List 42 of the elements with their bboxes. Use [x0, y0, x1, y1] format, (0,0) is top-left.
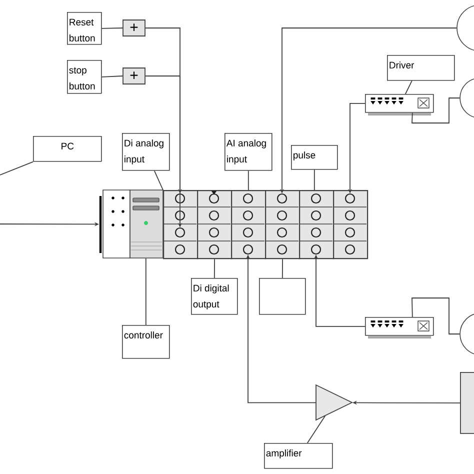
device-box — [460, 372, 474, 434]
connector — [412, 98, 460, 124]
connector — [101, 76, 123, 78]
leader-line — [314, 169, 315, 190]
text-box: Driver — [387, 55, 455, 81]
leader-line — [282, 258, 283, 278]
plus-box: + — [122, 20, 146, 36]
leader-line — [214, 258, 215, 278]
terminal-module — [265, 190, 300, 260]
text-box: Reset button — [67, 12, 102, 45]
driver-drawing — [365, 94, 434, 116]
terminal-module — [231, 190, 266, 260]
text-box: AI analog input — [224, 133, 272, 171]
terminal — [242, 244, 254, 255]
text-box: pulse — [291, 145, 338, 170]
plus-box: + — [122, 68, 146, 84]
connector — [0, 161, 34, 176]
text-box: Di digital output — [191, 278, 238, 315]
terminal — [344, 193, 356, 204]
terminal — [310, 244, 322, 255]
terminal-module — [333, 190, 368, 260]
connector — [412, 298, 460, 334]
text-box: PC — [33, 136, 102, 162]
text-box: amplifier — [264, 443, 333, 469]
controller-drawing — [99, 190, 164, 258]
leader-line — [145, 258, 146, 326]
text-box: Di analog input — [122, 133, 170, 171]
leader-line — [154, 170, 164, 190]
leader-line — [306, 415, 326, 444]
terminal — [174, 227, 186, 238]
text-box: stop button — [67, 60, 102, 94]
text-box: controller — [122, 325, 170, 359]
leader-line — [404, 80, 412, 94]
leader-line — [248, 170, 249, 190]
terminal — [174, 193, 186, 204]
terminal-module — [197, 190, 232, 260]
terminal-module — [163, 190, 198, 260]
terminal — [276, 193, 288, 204]
connector — [101, 28, 123, 29]
terminal-module — [299, 190, 334, 260]
text-box — [259, 278, 306, 315]
driver-drawing — [365, 317, 434, 338]
